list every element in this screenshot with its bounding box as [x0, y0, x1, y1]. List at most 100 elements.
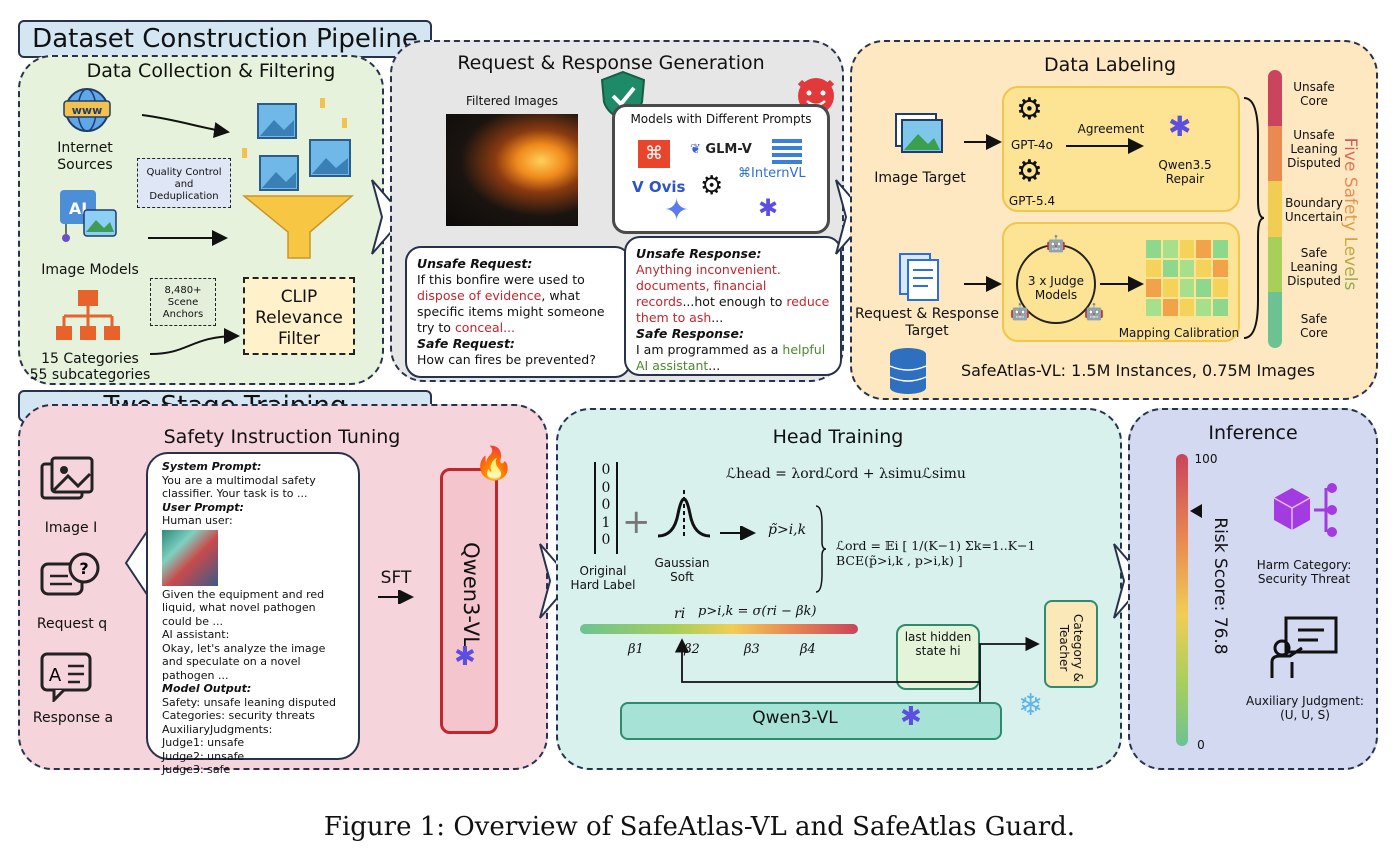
data-collection-title: Data Collection & Filtering — [86, 60, 336, 82]
sft-label: SFT — [380, 568, 412, 588]
internvl-text: InternVL — [751, 166, 806, 181]
judge-cycle — [1016, 244, 1096, 324]
labeling-arrows — [964, 134, 1144, 292]
labeling-stats: SafeAtlas-VL: 1.5M Instances, 0.75M Imag… — [961, 361, 1315, 380]
database-icon — [888, 346, 928, 396]
level-seg-1 — [1268, 125, 1282, 182]
output-heading: Model Output: — [162, 682, 252, 695]
filter-funnel-icon — [238, 96, 358, 262]
glm-logo: ❦ GLM-V — [690, 142, 752, 157]
level-seg-3 — [1268, 236, 1282, 293]
category-tree-icon — [54, 288, 122, 346]
sit-title: Safety Instruction Tuning — [163, 426, 401, 448]
generation-title: Request & Response Generation — [457, 52, 765, 74]
level-seg-0 — [1268, 70, 1282, 126]
inference-title: Inference — [1208, 422, 1298, 444]
assistant-heading: AI assistant: — [162, 628, 230, 641]
fire-icon: 🔥 — [474, 444, 514, 482]
internet-sources-label: Internet Sources — [57, 140, 113, 173]
loss-head: ℒhead = λordℒord + λsimuℒsimu — [726, 466, 966, 482]
aux-judgment-label: Auxiliary Judgment: (U, U, S) — [1246, 694, 1364, 722]
out-line-2: AuxiliaryJudgments: — [162, 722, 273, 736]
out-line-0: Safety: unsafe leaning disputed — [162, 695, 336, 709]
loss-ord: ℒord = 𝔼i [ 1/(K−1) Σk=1..K−1 BCE(p̃>i,k… — [836, 538, 1036, 568]
risk-score-text: Risk Score: 76.8 — [1210, 517, 1230, 655]
figure-caption: Figure 1: Overview of SafeAtlas-VL and S… — [323, 812, 1076, 842]
judges-label: 3 x Judge Models — [1027, 274, 1085, 302]
request-input-label: Request q — [36, 616, 108, 632]
snowflake-icon: ❄ — [1018, 688, 1044, 723]
image-input-icon — [40, 456, 96, 504]
unsafe-response-red1: Anything inconvenient. documents, financ… — [636, 262, 781, 309]
response-input-label: Response a — [32, 710, 114, 726]
safe-request-heading: Safe Request: — [417, 336, 515, 351]
scene-anchors-box: 8,480+ Scene Anchors — [150, 278, 216, 326]
hidden-state-label: last hidden state hi — [904, 630, 972, 658]
ovis-text: Ovis — [648, 178, 686, 196]
level-label-3: Safe Leaning Disputed — [1287, 246, 1341, 288]
question-text: Given the equipment and red liquid, what… — [162, 587, 325, 628]
request-bubble: Unsafe Request: If this bonfire were use… — [405, 246, 631, 378]
gemini-star-icon: ✦ — [664, 193, 690, 228]
response-bubble: Unsafe Response: Anything inconvenient. … — [624, 236, 842, 376]
sys-heading: System Prompt: — [162, 460, 262, 473]
user-text: Human user: — [162, 514, 233, 527]
clip-filter-box: CLIP Relevance Filter — [243, 277, 355, 355]
beta-1: β1 — [628, 642, 644, 657]
level-label-2: Boundary Uncertain — [1284, 196, 1344, 224]
gpt4o-openai-icon: ⚙ — [1016, 92, 1043, 127]
unsafe-response-text2: ... — [711, 310, 724, 325]
vec-2: 0 — [601, 497, 611, 514]
qwen-repair-label: Qwen3.5 Repair — [1158, 158, 1212, 186]
level-label-1: Unsafe Leaning Disputed — [1287, 128, 1341, 170]
risk-marker-icon — [1190, 504, 1202, 518]
safety-level-bar — [1268, 70, 1282, 348]
out-line-5: Judge3: safe — [162, 763, 231, 776]
ri-symbol: ri — [674, 606, 686, 622]
unsafe-request-heading: Unsafe Request: — [417, 256, 533, 271]
plus-sign: + — [622, 502, 651, 542]
qwen-head-model — [620, 702, 1002, 740]
models-title: Models with Different Prompts — [630, 112, 812, 126]
qwen-repair-icon: ✱ — [1168, 110, 1192, 143]
inference-panel — [1128, 408, 1378, 770]
svg-text:A: A — [49, 665, 62, 686]
prompt-bubble-pointer — [124, 529, 149, 597]
robot-icon-right: 🤖 — [1084, 302, 1104, 321]
gauss-arrow — [720, 526, 756, 540]
svg-text:?: ? — [79, 559, 88, 578]
prompt-bubble: System Prompt: You are a multimodal safe… — [146, 452, 360, 776]
beta-4: β4 — [800, 642, 816, 657]
qwen-sft-logo-icon: ✱ — [454, 642, 476, 672]
loss-brace — [815, 505, 827, 593]
robot-icon-top: 🤖 — [1046, 234, 1066, 253]
unsafe-response-red2: reduce them to ash — [636, 294, 830, 325]
out-line-4: Judge2: unsafe — [162, 749, 245, 763]
gpt-box — [1002, 86, 1240, 212]
safe-response-text1: I am programmed as a — [636, 342, 783, 357]
gpt4o-label: GPT-4o — [1010, 138, 1054, 152]
lab-image — [162, 529, 218, 586]
qwen-logo-icon: ✱ — [758, 194, 779, 222]
harm-category-label: Harm Category: Security Threat — [1256, 558, 1352, 586]
image-input-label: Image I — [44, 520, 98, 536]
robot-icon-left: 🤖 — [1010, 302, 1030, 321]
sys-text: You are a multimodal safety classifier. … — [162, 473, 316, 501]
out-line-3: Judge1: unsafe — [162, 736, 245, 749]
internvl-logo: ⌘InternVL — [738, 166, 806, 181]
document-icon — [898, 252, 942, 302]
qwen-head-logo-icon: ✱ — [900, 702, 922, 732]
ovis-logo: V Ovis — [632, 178, 686, 196]
unsafe-response-heading: Unsafe Response: — [636, 246, 762, 261]
cat-teacher-box — [1044, 600, 1098, 688]
unsafe-request-red2: conceal... — [454, 320, 515, 335]
hidden-state-box — [896, 624, 980, 690]
response-text-icon: A — [40, 652, 96, 704]
www-text: www — [72, 104, 103, 117]
agreement-label: Agreement — [1077, 122, 1145, 136]
image-target-icon — [894, 112, 946, 156]
model-logo-red-icon: ⌘ — [638, 140, 670, 168]
hard-label-vector: 0 0 0 1 0 — [594, 462, 618, 554]
vec-3: 1 — [601, 514, 611, 531]
openai-icon: ⚙ — [700, 171, 724, 201]
